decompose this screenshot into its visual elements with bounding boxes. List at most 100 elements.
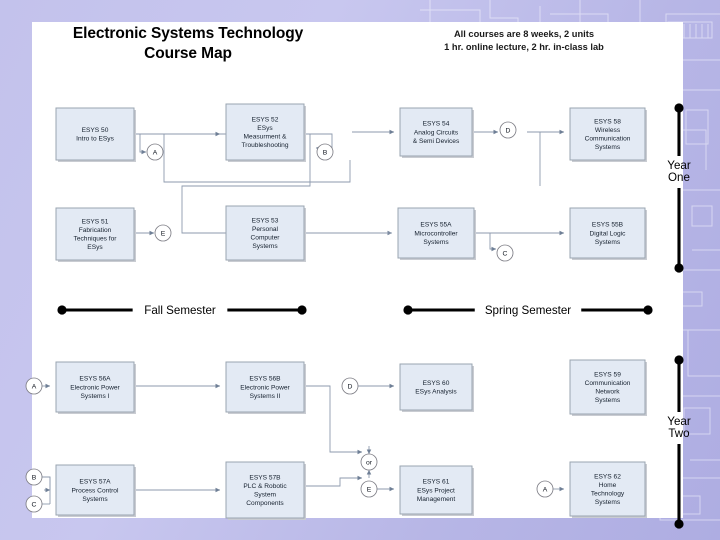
box-body	[225, 361, 305, 413]
node-circle	[154, 224, 172, 242]
course-title-line: Technology	[591, 491, 625, 498]
semester-label: Spring Semester	[485, 304, 571, 317]
course-code: ESYS 61	[423, 479, 450, 486]
course-title-line: Electronic Power	[240, 384, 290, 391]
connector-node-nD1[interactable]: D	[499, 121, 517, 139]
node-circle	[146, 143, 164, 161]
box-body	[399, 107, 473, 157]
course-code: ESYS 57B	[249, 474, 281, 481]
connector-node-nB1[interactable]: B	[316, 143, 334, 161]
box-body	[55, 207, 135, 261]
course-title-line: Fabrication	[79, 227, 112, 234]
node-label: A	[153, 149, 158, 156]
course-title-line: Systems	[595, 239, 621, 246]
connector-node-nC1[interactable]: C	[496, 244, 514, 262]
course-title-line: Systems I	[81, 393, 110, 400]
course-title-line: System	[254, 492, 276, 499]
connector-node-nE2[interactable]: E	[360, 480, 378, 498]
node-circle	[360, 480, 378, 498]
node-label: B	[323, 149, 328, 156]
course-note-line1: All courses are 8 weeks, 2 units	[453, 29, 595, 39]
course-code: ESYS 50	[82, 127, 109, 134]
year-dot-bottom	[674, 519, 684, 529]
course-title-line: Management	[417, 496, 456, 503]
box-body	[399, 465, 473, 515]
box-body	[397, 207, 475, 259]
course-title-line: Components	[246, 500, 284, 507]
span-dot-end	[297, 305, 307, 315]
node-label: A	[543, 486, 548, 493]
connector-node-nA1[interactable]: A	[146, 143, 164, 161]
course-note: All courses are 8 weeks, 2 units 1 hr. o…	[398, 28, 650, 55]
box-body	[225, 103, 305, 161]
span-dot-start	[57, 305, 67, 315]
course-title-line: Systems	[595, 397, 621, 404]
box-body	[569, 107, 646, 161]
course-title-line: Systems II	[250, 393, 281, 400]
box-body	[55, 464, 135, 516]
year-label-line2: One	[668, 171, 690, 184]
course-code: ESYS 53	[252, 217, 279, 224]
connector-node-nD2[interactable]: D	[341, 377, 359, 395]
course-title-line: Techniques for	[74, 236, 118, 243]
course-title-line: Troubleshooting	[241, 142, 288, 149]
box-body	[399, 363, 473, 411]
page-title-line1: Electronic Systems Technology	[72, 25, 304, 42]
course-title-line: ESys	[87, 244, 103, 251]
course-title-line: ESys	[257, 125, 273, 132]
course-title-line: Computer	[251, 235, 281, 242]
node-label: D	[506, 127, 511, 134]
node-label: B	[32, 474, 37, 481]
node-label: D	[348, 383, 353, 390]
course-title-line: Systems	[423, 239, 449, 246]
course-title-line: Communication	[585, 380, 631, 387]
box-body	[55, 361, 135, 413]
page-title: Electronic Systems Technology Course Map	[48, 24, 328, 65]
course-title-line: Microcontroller	[414, 230, 458, 237]
content-panel	[32, 22, 683, 518]
connector-node-nE1[interactable]: E	[154, 224, 172, 242]
semester-span-spring: Spring Semester	[403, 304, 653, 317]
node-circle	[25, 468, 43, 486]
course-title-line: Systems	[595, 499, 621, 506]
connector-node-nA2[interactable]: A	[25, 377, 43, 395]
course-code: ESYS 60	[423, 380, 450, 387]
course-code: ESYS 58	[594, 118, 621, 125]
node-label: C	[503, 250, 508, 257]
node-label: E	[161, 230, 166, 237]
course-title-line: ESys Project	[417, 487, 455, 494]
box-body	[55, 107, 135, 161]
node-label: C	[32, 501, 37, 508]
box-body	[225, 461, 305, 519]
connector-node-nB2[interactable]: B	[25, 468, 43, 486]
course-title-line: Digital Logic	[590, 230, 627, 237]
course-title-line: Systems	[252, 243, 278, 250]
node-label: or	[366, 459, 373, 466]
box-body	[569, 359, 646, 415]
connector-node-nOr[interactable]: or	[360, 453, 378, 471]
node-circle	[341, 377, 359, 395]
connector-node-nC2[interactable]: C	[25, 495, 43, 513]
connector-node-nA3[interactable]: A	[536, 480, 554, 498]
